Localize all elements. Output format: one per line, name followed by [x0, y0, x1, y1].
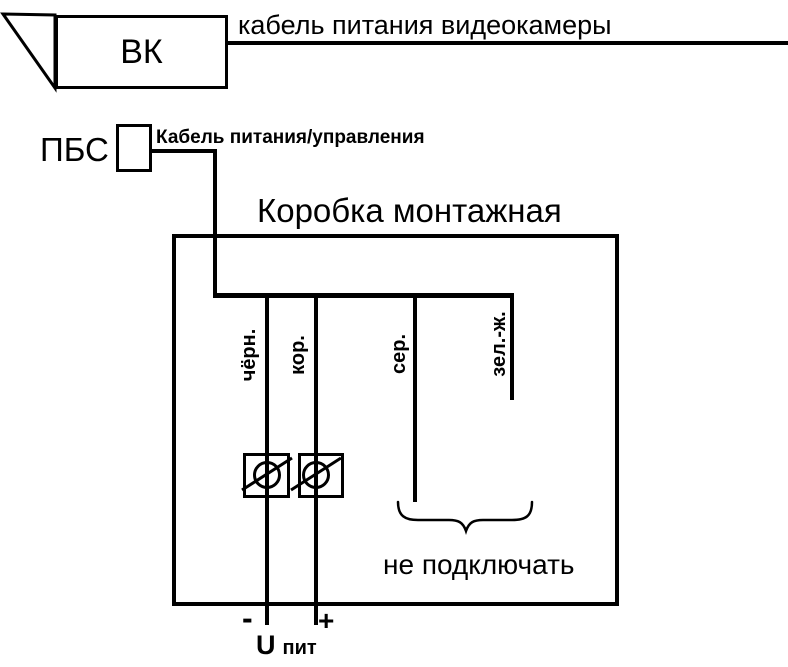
camera-cable-line [227, 41, 788, 45]
camera-box: ВК [55, 15, 228, 89]
junction-box-title: Коробка монтажная [257, 192, 562, 229]
terminal-icon-black-wire [241, 453, 293, 498]
plus-label: + [318, 605, 335, 636]
supply-subscript: пит [282, 637, 317, 659]
control-cable-line-horizontal [150, 149, 217, 153]
camera-label: ВК [120, 32, 163, 71]
minus-label: - [242, 600, 253, 636]
wire-gray [413, 293, 417, 502]
terminal-icons [241, 453, 344, 498]
supply-voltage-label: U пит [256, 630, 317, 661]
terminal-icon-brown-wire [290, 453, 344, 498]
control-cable-line-vertical [213, 149, 217, 296]
wire-label-brown: кор. [286, 335, 309, 375]
camera-lens-triangle-icon [0, 12, 57, 93]
junction-box [172, 234, 619, 606]
wire-label-green-yellow: зел.-ж. [487, 311, 510, 377]
psu-box [116, 124, 152, 172]
wire-green-yellow [510, 293, 514, 400]
supply-symbol: U [256, 630, 276, 660]
brace-icon [396, 500, 534, 535]
wire-label-gray: сер. [387, 333, 410, 375]
psu-label: ПБС [40, 131, 109, 168]
wire-label-black: чёрн. [237, 328, 260, 382]
bus-line [213, 293, 514, 298]
wire-brown [314, 293, 318, 625]
control-cable-label: Кабель питания/управления [156, 127, 425, 148]
do-not-connect-label: не подключать [383, 549, 575, 580]
wire-black [265, 293, 269, 625]
camera-cable-label: кабель питания видеокамеры [238, 10, 612, 40]
